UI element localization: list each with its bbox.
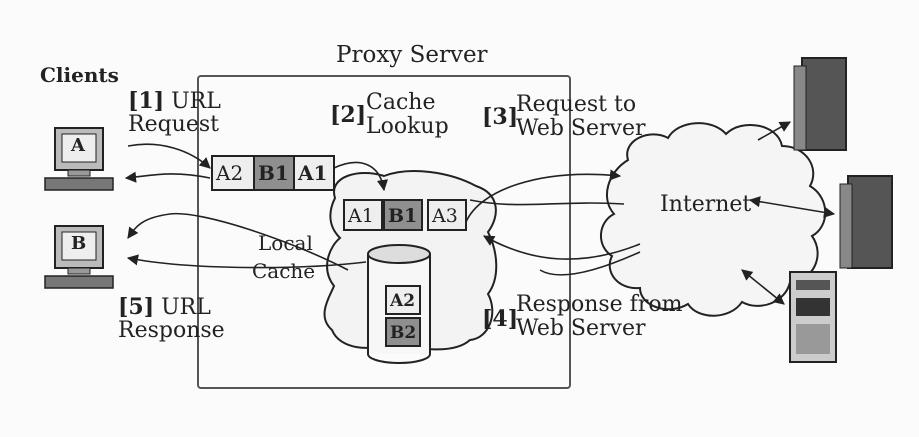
step-5-line2: Response [118, 320, 225, 342]
step-2-number: [2] [330, 104, 366, 126]
step-5-label: [5] URL [118, 296, 211, 319]
step-1-label: [1] URL [128, 90, 221, 113]
step-1-number: [1] [128, 88, 164, 114]
step-2-line2: Lookup [366, 116, 449, 138]
step-3-line2: Web Server [516, 118, 646, 140]
cache-entry-2: B1 [388, 205, 417, 227]
web-server-2-icon [840, 176, 892, 268]
step-2-line1: Cache [366, 92, 435, 114]
step-5-line1: URL [161, 295, 211, 320]
client-b-label: B [71, 233, 86, 255]
step-4-number: [4] [482, 308, 518, 330]
page-title: Proxy Server [336, 44, 488, 66]
web-server-1-icon [794, 58, 846, 150]
step-1-line2: Request [128, 114, 219, 136]
step-1-line1: URL [171, 89, 221, 114]
queue-item-1: A2 [216, 162, 243, 184]
client-a-label: A [71, 135, 85, 157]
disk-item-1: A2 [390, 290, 415, 312]
step-3-number: [3] [482, 106, 518, 128]
step-4-line1: Response from [516, 294, 682, 316]
step-3-line1: Request to [516, 94, 636, 116]
queue-item-2: B1 [258, 162, 289, 184]
step-5-number: [5] [118, 294, 154, 320]
step-4-line2: Web Server [516, 318, 646, 340]
internet-label: Internet [660, 194, 751, 216]
cache-entry-3: A3 [432, 205, 458, 227]
cache-entry-1: A1 [348, 205, 374, 227]
local-cache-line2: Cache [252, 260, 315, 282]
clients-label: Clients [40, 64, 119, 86]
queue-item-3: A1 [298, 162, 327, 184]
web-server-3-icon [790, 272, 836, 362]
disk-item-2: B2 [390, 322, 416, 344]
local-cache-line1: Local [258, 232, 313, 254]
